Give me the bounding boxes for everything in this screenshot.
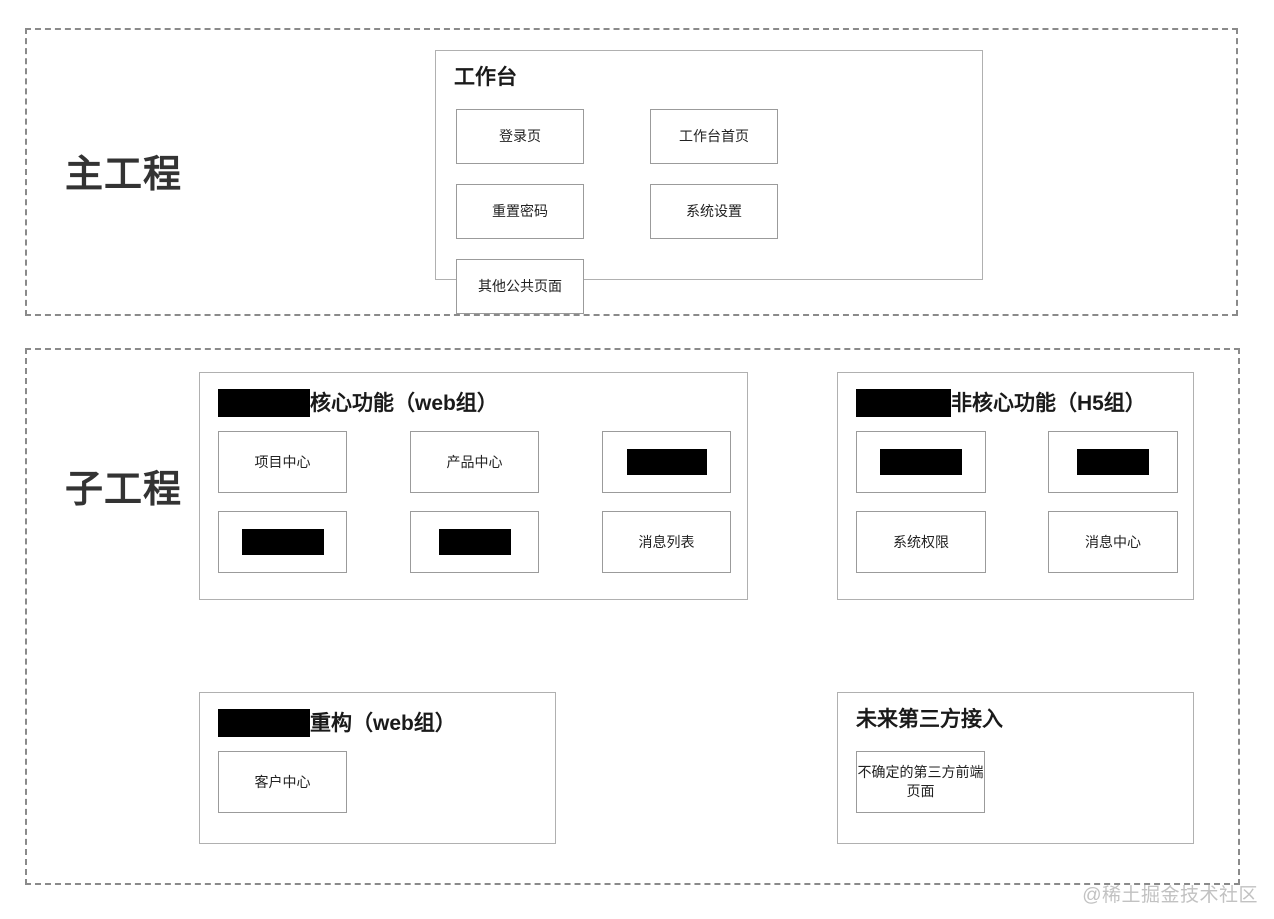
card-system-settings[interactable]: 系统设置 xyxy=(650,184,778,239)
card-message-list-label: 消息列表 xyxy=(638,533,695,550)
card-system-settings-label: 系统设置 xyxy=(686,203,742,220)
section-sub-project-label: 子工程 xyxy=(65,469,183,511)
redaction-bar-core-title xyxy=(218,389,310,417)
group-refactor: 重构（web组） 客户中心 xyxy=(199,692,556,844)
redaction-bar-core-card-2 xyxy=(241,529,324,555)
card-customer-center[interactable]: 客户中心 xyxy=(218,751,347,813)
card-system-permissions[interactable]: 系统权限 xyxy=(856,511,986,573)
card-reset-password[interactable]: 重置密码 xyxy=(456,184,584,239)
group-core-functions-title-text: 核心功能（web组） xyxy=(310,391,498,415)
redaction-bar-noncore-card-1 xyxy=(880,449,962,475)
watermark: @稀土掘金技术社区 xyxy=(1082,885,1258,906)
card-product-center-label: 产品中心 xyxy=(446,453,503,470)
group-third-party-access: 未来第三方接入 不确定的第三方前端页面 xyxy=(837,692,1194,844)
group-workbench-title-text: 工作台 xyxy=(454,66,517,89)
group-core-functions-cards: 项目中心 产品中心 消息列表 xyxy=(218,431,732,573)
card-uncertain-third-party-page-label: 不确定的第三方前端页面 xyxy=(857,764,984,799)
card-uncertain-third-party-page[interactable]: 不确定的第三方前端页面 xyxy=(856,751,985,813)
card-message-list[interactable]: 消息列表 xyxy=(602,511,731,573)
card-other-public-pages-label: 其他公共页面 xyxy=(478,278,562,295)
group-workbench-cards: 登录页 工作台首页 重置密码 系统设置 其他公共页面 xyxy=(456,109,968,314)
redaction-bar-core-card-3 xyxy=(438,529,511,555)
card-login-page-label: 登录页 xyxy=(499,128,541,145)
redaction-bar-noncore-title xyxy=(856,389,951,417)
card-reset-password-label: 重置密码 xyxy=(492,203,548,220)
section-main-project-label: 主工程 xyxy=(65,154,183,196)
card-login-page[interactable]: 登录页 xyxy=(456,109,584,164)
group-core-functions-title: 核心功能（web组） xyxy=(218,389,498,417)
section-sub-project xyxy=(25,348,1240,885)
redaction-bar-core-card-1 xyxy=(626,449,707,475)
group-third-party-access-title: 未来第三方接入 xyxy=(856,709,1003,730)
card-system-permissions-label: 系统权限 xyxy=(893,533,949,550)
group-refactor-title: 重构（web组） xyxy=(218,709,456,737)
card-noncore-redacted-2[interactable] xyxy=(1048,431,1178,493)
card-core-redacted-2[interactable] xyxy=(218,511,347,573)
card-workbench-home-label: 工作台首页 xyxy=(679,128,749,145)
card-noncore-redacted-1[interactable] xyxy=(856,431,986,493)
group-noncore-functions-title: 非核心功能（H5组） xyxy=(856,389,1146,417)
group-noncore-functions-cards: 系统权限 消息中心 xyxy=(856,431,1178,573)
card-other-public-pages[interactable]: 其他公共页面 xyxy=(456,259,584,314)
card-product-center[interactable]: 产品中心 xyxy=(410,431,539,493)
card-customer-center-label: 客户中心 xyxy=(254,773,311,790)
card-message-center-label: 消息中心 xyxy=(1085,533,1141,550)
section-main-project xyxy=(25,28,1238,316)
group-third-party-access-title-text: 未来第三方接入 xyxy=(856,708,1003,731)
group-workbench: 工作台 登录页 工作台首页 重置密码 系统设置 其他公共页面 xyxy=(435,50,983,314)
card-project-center[interactable]: 项目中心 xyxy=(218,431,347,493)
card-project-center-label: 项目中心 xyxy=(254,453,311,470)
group-refactor-title-text: 重构（web组） xyxy=(310,711,456,735)
group-third-party-access-cards: 不确定的第三方前端页面 xyxy=(856,751,1178,813)
redaction-bar-refactor-title xyxy=(218,709,310,737)
group-noncore-functions-title-text: 非核心功能（H5组） xyxy=(951,391,1146,415)
card-workbench-home[interactable]: 工作台首页 xyxy=(650,109,778,164)
group-noncore-functions: 非核心功能（H5组） 系统权限 消息中心 xyxy=(837,372,1194,600)
card-core-redacted-1[interactable] xyxy=(602,431,731,493)
card-message-center[interactable]: 消息中心 xyxy=(1048,511,1178,573)
redaction-bar-noncore-card-2 xyxy=(1077,449,1149,475)
group-workbench-title: 工作台 xyxy=(454,67,517,88)
group-refactor-cards: 客户中心 xyxy=(218,751,540,813)
card-core-redacted-3[interactable] xyxy=(410,511,539,573)
group-core-functions: 核心功能（web组） 项目中心 产品中心 消息列表 xyxy=(199,372,748,600)
